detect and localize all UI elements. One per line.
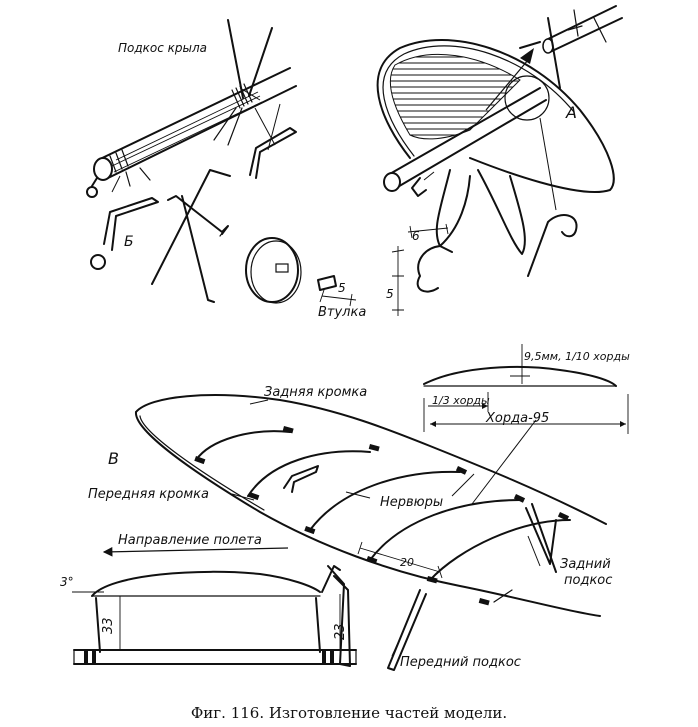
label-leading-edge: Передняя кромка [88,487,209,502]
label-dim-33: 33 [101,617,116,634]
wing-fragment-a [376,5,623,277]
hook-dimensions [391,223,453,316]
label-third-chord: 1/3 хорды [432,394,490,407]
label-ribs: Нервюры [380,495,443,510]
label-part-a: А [565,103,577,122]
label-front-strut: Передний подкос [400,655,521,670]
label-trailing-edge: Задняя кромка [264,385,367,400]
label-angle: 3° [60,575,74,589]
label-part-v: В [108,449,119,468]
label-bushing-dim: 5 [338,281,346,295]
label-hook-dim-6: 6 [412,229,420,243]
label-chord: Хорда-95 [485,411,549,426]
wire-parts-b [90,169,231,303]
flight-direction-arrow [102,547,289,557]
strut-assembly-drawing [86,19,297,198]
wheel-disc [245,237,302,304]
bushing-drawing [317,275,357,307]
label-hook-dim-5: 5 [386,287,394,301]
profile-diagram [423,344,629,434]
label-bushing: Втулка [318,305,366,320]
side-view-drawing [72,565,357,665]
label-dim-23: 23 [333,623,348,640]
label-dim-20: 20 [400,556,414,569]
label-profile-thickness: 9,5мм, 1/10 хорды [524,350,630,363]
wing-frame-v [134,394,607,671]
label-part-b: Б [124,234,134,250]
label-wing-strut: Подкос крыла [118,41,207,55]
figure-caption: Фиг. 116. Изготовление частей модели. [191,704,507,722]
label-flight-direction: Направление полета [118,533,262,548]
